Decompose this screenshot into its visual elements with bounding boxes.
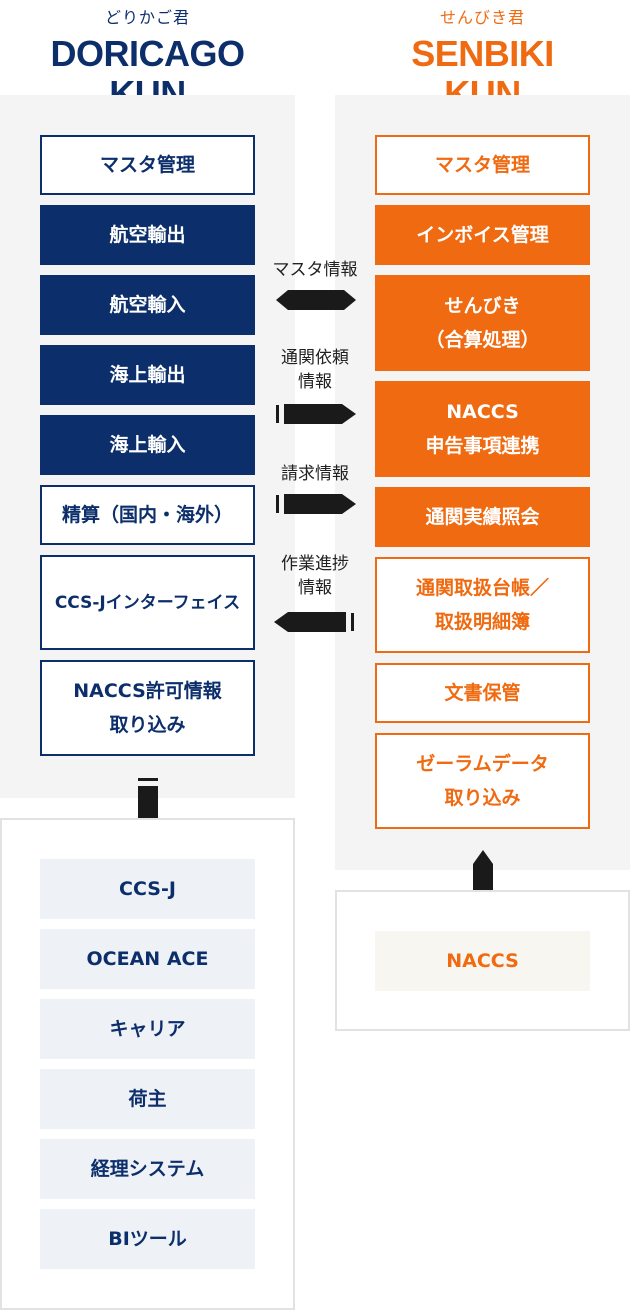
flow-label-customs-request: 通関依頼 情報 <box>281 348 349 392</box>
senbiki-module-invoice: インボイス管理 <box>375 205 590 265</box>
external-ccsj: CCS-J <box>40 859 255 919</box>
external-carrier: キャリア <box>40 999 255 1059</box>
external-shipper: 荷主 <box>40 1069 255 1129</box>
senbiki-module-customs-results: 通関実績照会 <box>375 487 590 547</box>
external-accounting-system: 経理システム <box>40 1139 255 1199</box>
doricago-module-settlement: 精算（国内・海外） <box>40 485 255 545</box>
doricago-title-line1: DORICAGO <box>50 33 246 74</box>
senbiki-module-ledger: 通関取扱台帳／ 取扱明細簿 <box>375 557 590 653</box>
flow-label-progress-info: 作業進捗 情報 <box>281 554 349 598</box>
doricago-subtitle: どりかご君 <box>104 8 190 27</box>
doricago-module-master: マスタ管理 <box>40 135 255 195</box>
doricago-module-air-export: 航空輸出 <box>40 205 255 265</box>
external-ocean-ace: OCEAN ACE <box>40 929 255 989</box>
senbiki-module-document-storage: 文書保管 <box>375 663 590 723</box>
external-naccs: NACCS <box>375 931 590 991</box>
doricago-module-naccs-permit: NACCS許可情報 取り込み <box>40 660 255 756</box>
senbiki-module-master: マスタ管理 <box>375 135 590 195</box>
senbiki-module-naccs-link: NACCS 申告事項連携 <box>375 381 590 477</box>
doricago-module-ccsj-interface: CCS-Jインターフェイス <box>40 555 255 650</box>
flow-label-master-info: マスタ情報 <box>272 260 358 280</box>
senbiki-subtitle: せんびき君 <box>439 8 525 27</box>
senbiki-title-line1: SENBIKI <box>411 33 554 74</box>
senbiki-module-zeelam-import: ゼーラムデータ 取り込み <box>375 733 590 829</box>
senbiki-module-senbiki-calc: せんびき （合算処理） <box>375 275 590 371</box>
left-arrow-icon <box>274 612 354 632</box>
doricago-module-sea-export: 海上輸出 <box>40 345 255 405</box>
right-arrow-icon <box>276 404 356 424</box>
double-arrow-icon <box>276 290 356 310</box>
doricago-module-air-import: 航空輸入 <box>40 275 255 335</box>
flow-label-billing-info: 請求情報 <box>281 464 349 484</box>
doricago-module-sea-import: 海上輸入 <box>40 415 255 475</box>
external-bi-tool: BIツール <box>40 1209 255 1269</box>
right-arrow-icon <box>276 494 356 514</box>
